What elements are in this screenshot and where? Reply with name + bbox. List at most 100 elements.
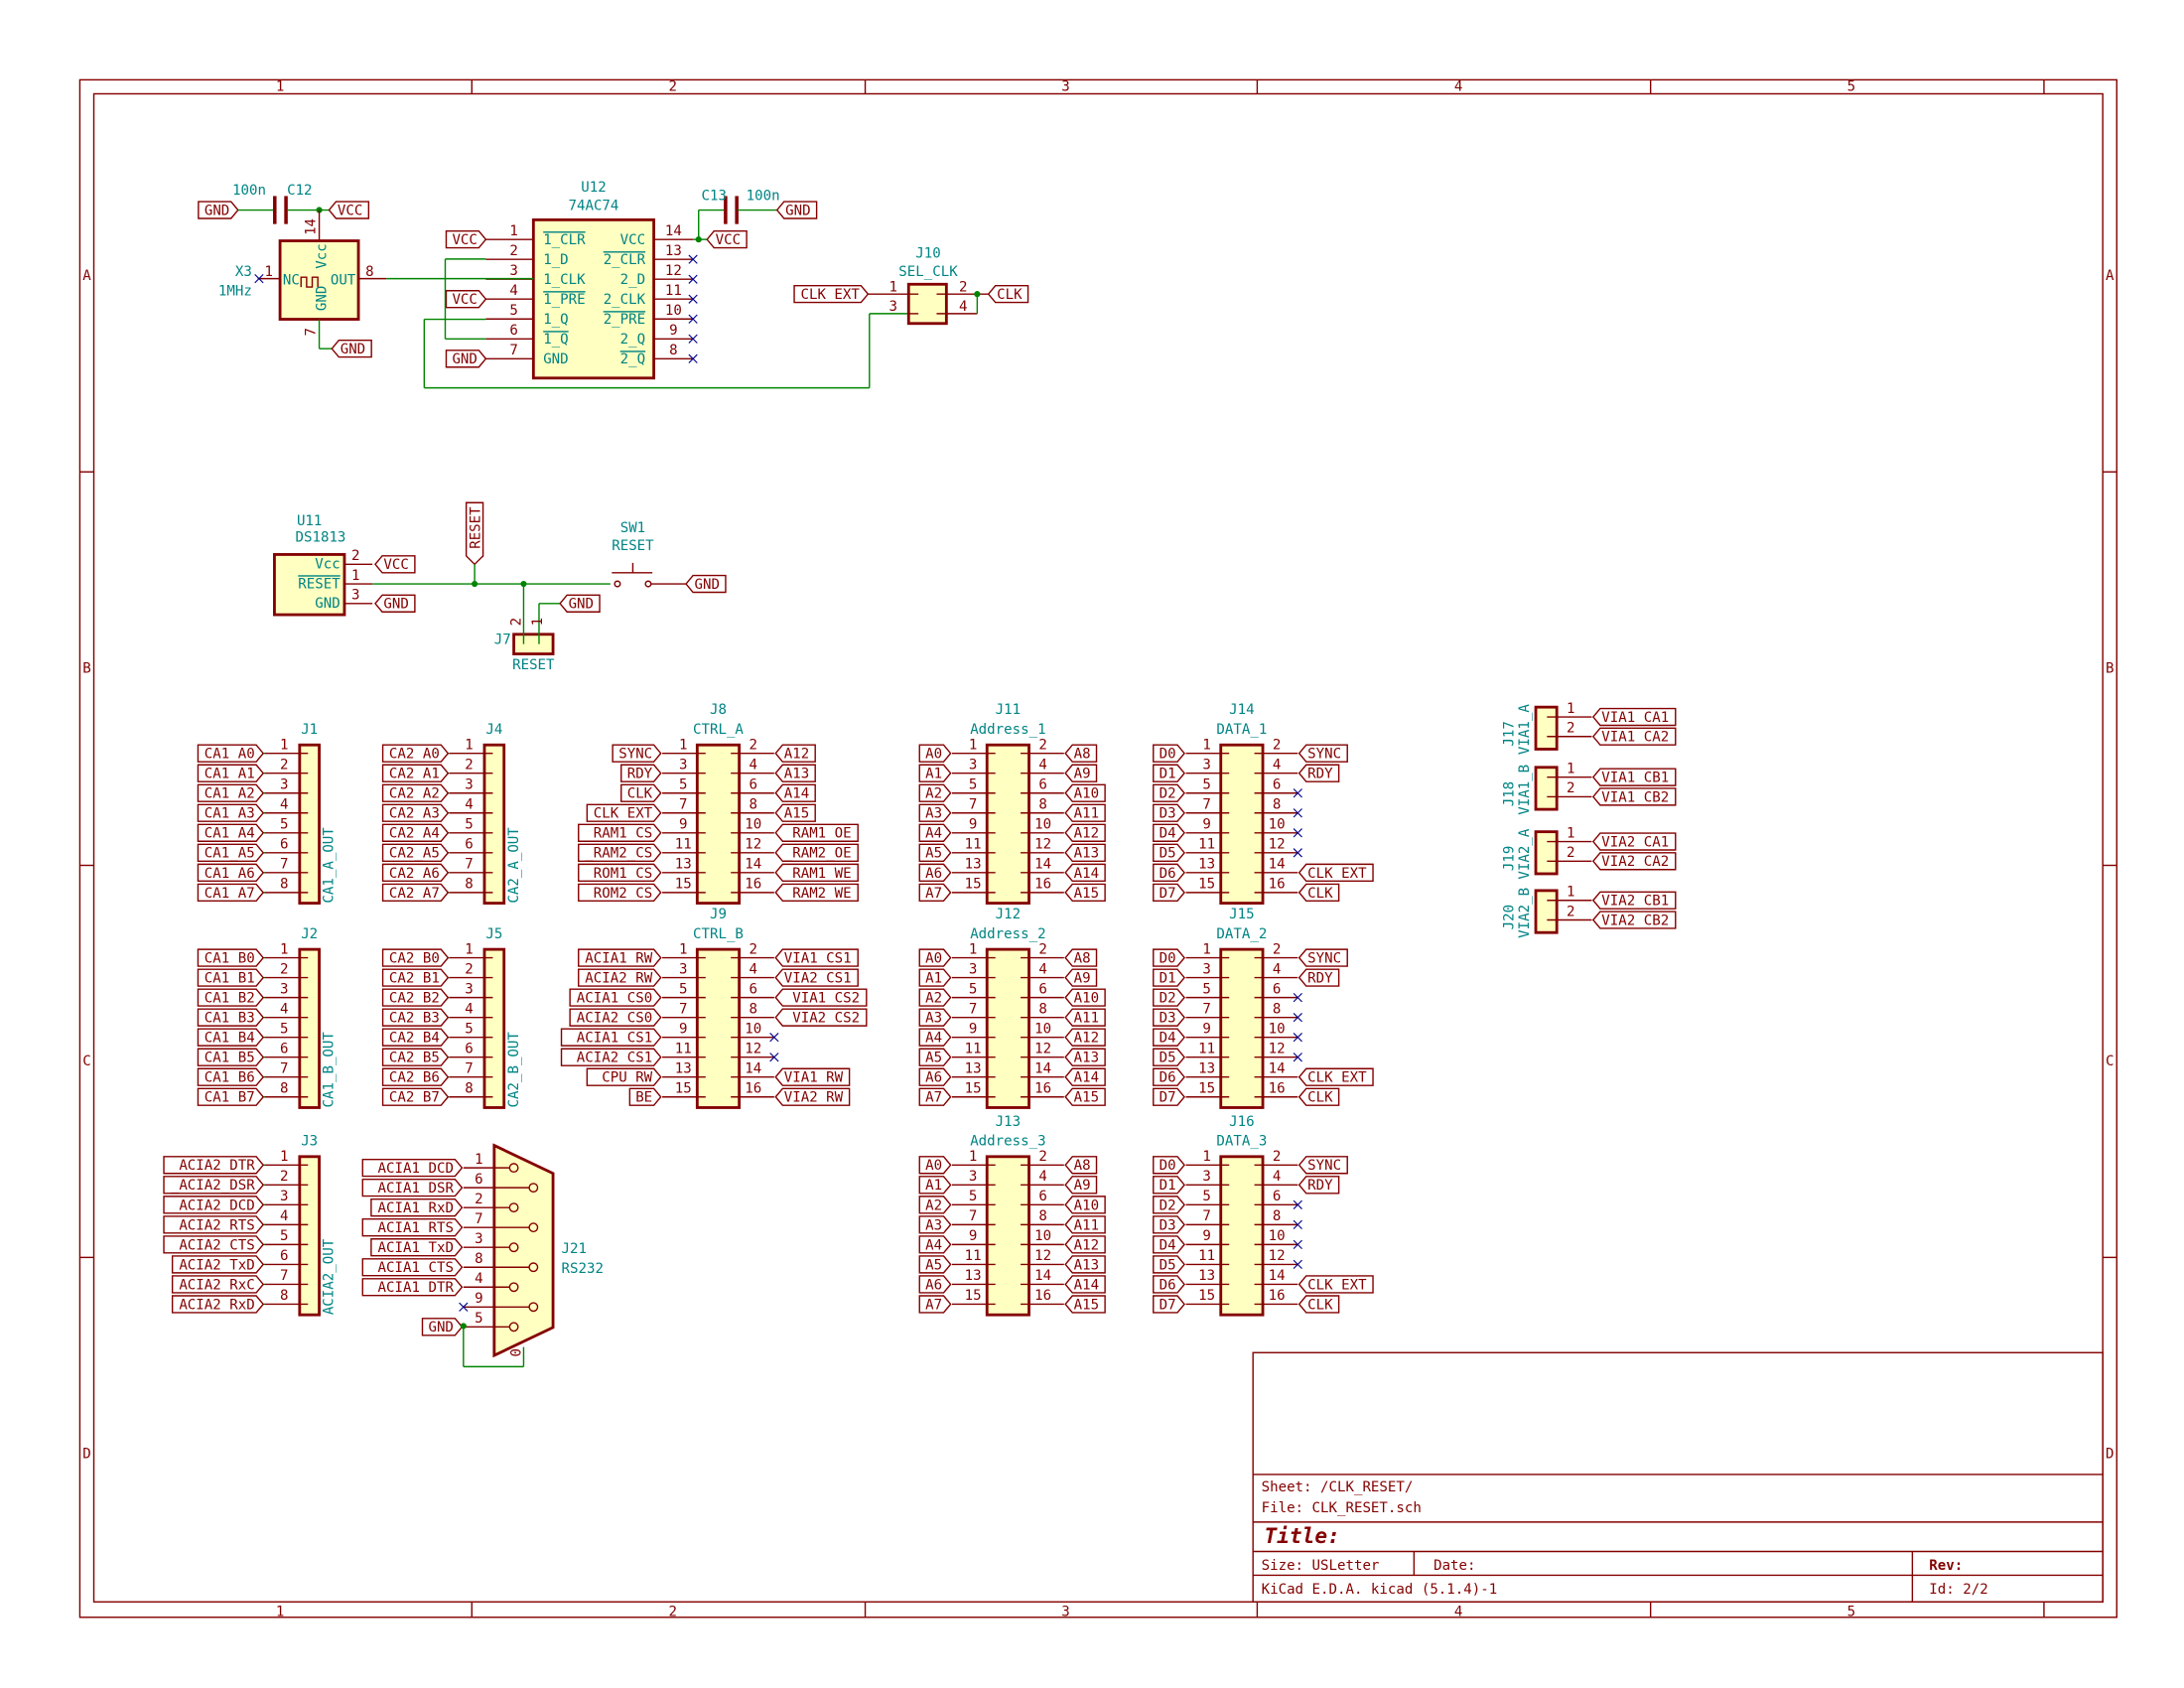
net-label: A9	[1064, 968, 1098, 987]
pin-number: 5	[969, 981, 978, 997]
pin-number: 9	[1202, 1021, 1211, 1037]
net-label-text: CA2_B5	[389, 1051, 440, 1066]
column-marker: 5	[1847, 79, 1856, 95]
net-label: RDY	[1297, 764, 1340, 782]
ic-pin-name: 1_Q	[543, 332, 568, 348]
net-label-box	[381, 1008, 450, 1027]
net-label-box	[1064, 988, 1106, 1007]
net-label: _CPU_RW	[586, 1067, 662, 1086]
net-label: _ACIA2_CS1	[560, 1048, 662, 1066]
ic-pin-name: 1_CLR	[543, 232, 586, 248]
net-label: D3	[1153, 1008, 1185, 1027]
net-label: CA1_A4	[197, 823, 265, 842]
pin-number: 12	[745, 1041, 761, 1056]
net-label-box	[1153, 883, 1185, 903]
net-label-text: CLK	[1307, 1297, 1333, 1313]
net-label-box	[578, 843, 662, 862]
connector-value: DATA_3	[1216, 1134, 1267, 1150]
net-label: A14	[1064, 863, 1106, 883]
pin-number: 3	[280, 777, 289, 793]
connector-ref: J3	[301, 1134, 318, 1150]
net-label-box	[1153, 1176, 1185, 1195]
net-label: _ROM2_CS	[578, 883, 662, 903]
net-label-box	[1153, 783, 1185, 802]
net-label: CA1_A3	[197, 803, 265, 822]
pin-number: 7	[1202, 1208, 1211, 1224]
net-label-text: D2	[1160, 1197, 1176, 1213]
net-label-box	[361, 1218, 464, 1237]
net-label-text: CA2_B0	[389, 951, 440, 967]
rev-label: Rev:	[1929, 1558, 1963, 1574]
nc-stroke	[1293, 788, 1302, 798]
net-label-text: A15	[1074, 1090, 1099, 1106]
net-label-text: VIA2_CA2	[1601, 854, 1669, 870]
net-label-box	[1591, 891, 1677, 910]
pin-number: 11	[675, 837, 692, 853]
net-label-text: SYNC	[1307, 747, 1341, 763]
connector-value: VIA1_B	[1517, 765, 1533, 815]
capacitor-plate	[284, 196, 288, 224]
net-label: VIA1_RW	[774, 1067, 851, 1086]
net-label-text: A8	[1074, 1158, 1091, 1174]
ic-pin-name: 1_PRE	[543, 292, 585, 308]
net-label-box	[370, 1238, 464, 1257]
net-label-text: _ACIA1_CTS	[369, 1260, 454, 1276]
net-label: A12	[1064, 1235, 1106, 1254]
net-label-box	[918, 764, 952, 782]
net-label-box	[1153, 1028, 1185, 1047]
net-label-text: CLK	[1307, 1090, 1333, 1106]
ic-pin-name: RESET	[298, 576, 341, 592]
connector-value: Address_3	[970, 1134, 1045, 1150]
net-label-box	[1064, 1048, 1106, 1066]
connector-ref: J17	[1501, 721, 1517, 746]
pin-number: 2	[465, 961, 473, 977]
net-label: SYNC	[1297, 1156, 1348, 1175]
nc-stroke	[1293, 808, 1302, 818]
connector-body	[906, 282, 948, 326]
net-label-box	[1153, 863, 1185, 883]
net-label-box	[197, 968, 265, 987]
net-label-box	[1297, 1295, 1340, 1314]
net-label: A14	[1064, 1275, 1106, 1294]
pin-number: 2	[1038, 941, 1047, 957]
net-label-text: A3	[925, 1217, 942, 1233]
net-label: CA1_B6	[197, 1067, 265, 1086]
net-label: CA2_A5	[381, 843, 450, 862]
net-label: _ACIA2_RTS	[163, 1215, 265, 1234]
pin-number: 8	[1273, 1001, 1282, 1017]
net-label-text: ACIA2_RW	[585, 971, 652, 987]
net-label-box	[1591, 787, 1677, 806]
net-label-text: CA1_B4	[205, 1031, 255, 1047]
pin-number: 4	[475, 1271, 483, 1287]
net-label-text: A9	[1074, 1178, 1091, 1194]
pin-number: 9	[1202, 817, 1211, 833]
net-label-box	[381, 1087, 450, 1106]
ic-pin-name: 2_Q	[620, 332, 645, 348]
net-label: RDY	[620, 764, 662, 782]
net-label-text: GND	[383, 597, 408, 613]
pin-number: 11	[675, 1041, 692, 1056]
no-connect-icon	[1293, 1013, 1302, 1023]
pin-number: 14	[1034, 1268, 1051, 1284]
connector-value: CA2_B_OUT	[506, 1032, 522, 1108]
ic-pin-name: 2_D	[620, 272, 645, 288]
net-label-box	[1064, 863, 1106, 883]
net-label-text: A10	[1074, 991, 1099, 1007]
net-label: A11	[1064, 803, 1106, 822]
net-label: A14	[1064, 1067, 1106, 1086]
net-label-text: CA2_B6	[389, 1070, 440, 1086]
net-label: CLK	[620, 783, 662, 802]
net-label: ACIA1_TxD	[370, 1238, 464, 1257]
net-label-box	[1297, 1275, 1374, 1294]
nc-stroke	[1293, 1033, 1302, 1043]
net-label: CA1_A2	[197, 783, 265, 802]
sheet-size: Size: USLetter	[1262, 1558, 1380, 1574]
net-label: GND	[445, 350, 487, 368]
net-label-text: A13	[1074, 1257, 1099, 1273]
net-label-text: CLK_EXT	[801, 287, 861, 303]
net-label-box	[1153, 1215, 1185, 1234]
pin-number: 3	[1202, 961, 1211, 977]
pin-number: 3	[969, 757, 978, 773]
net-label-box	[171, 1295, 265, 1314]
